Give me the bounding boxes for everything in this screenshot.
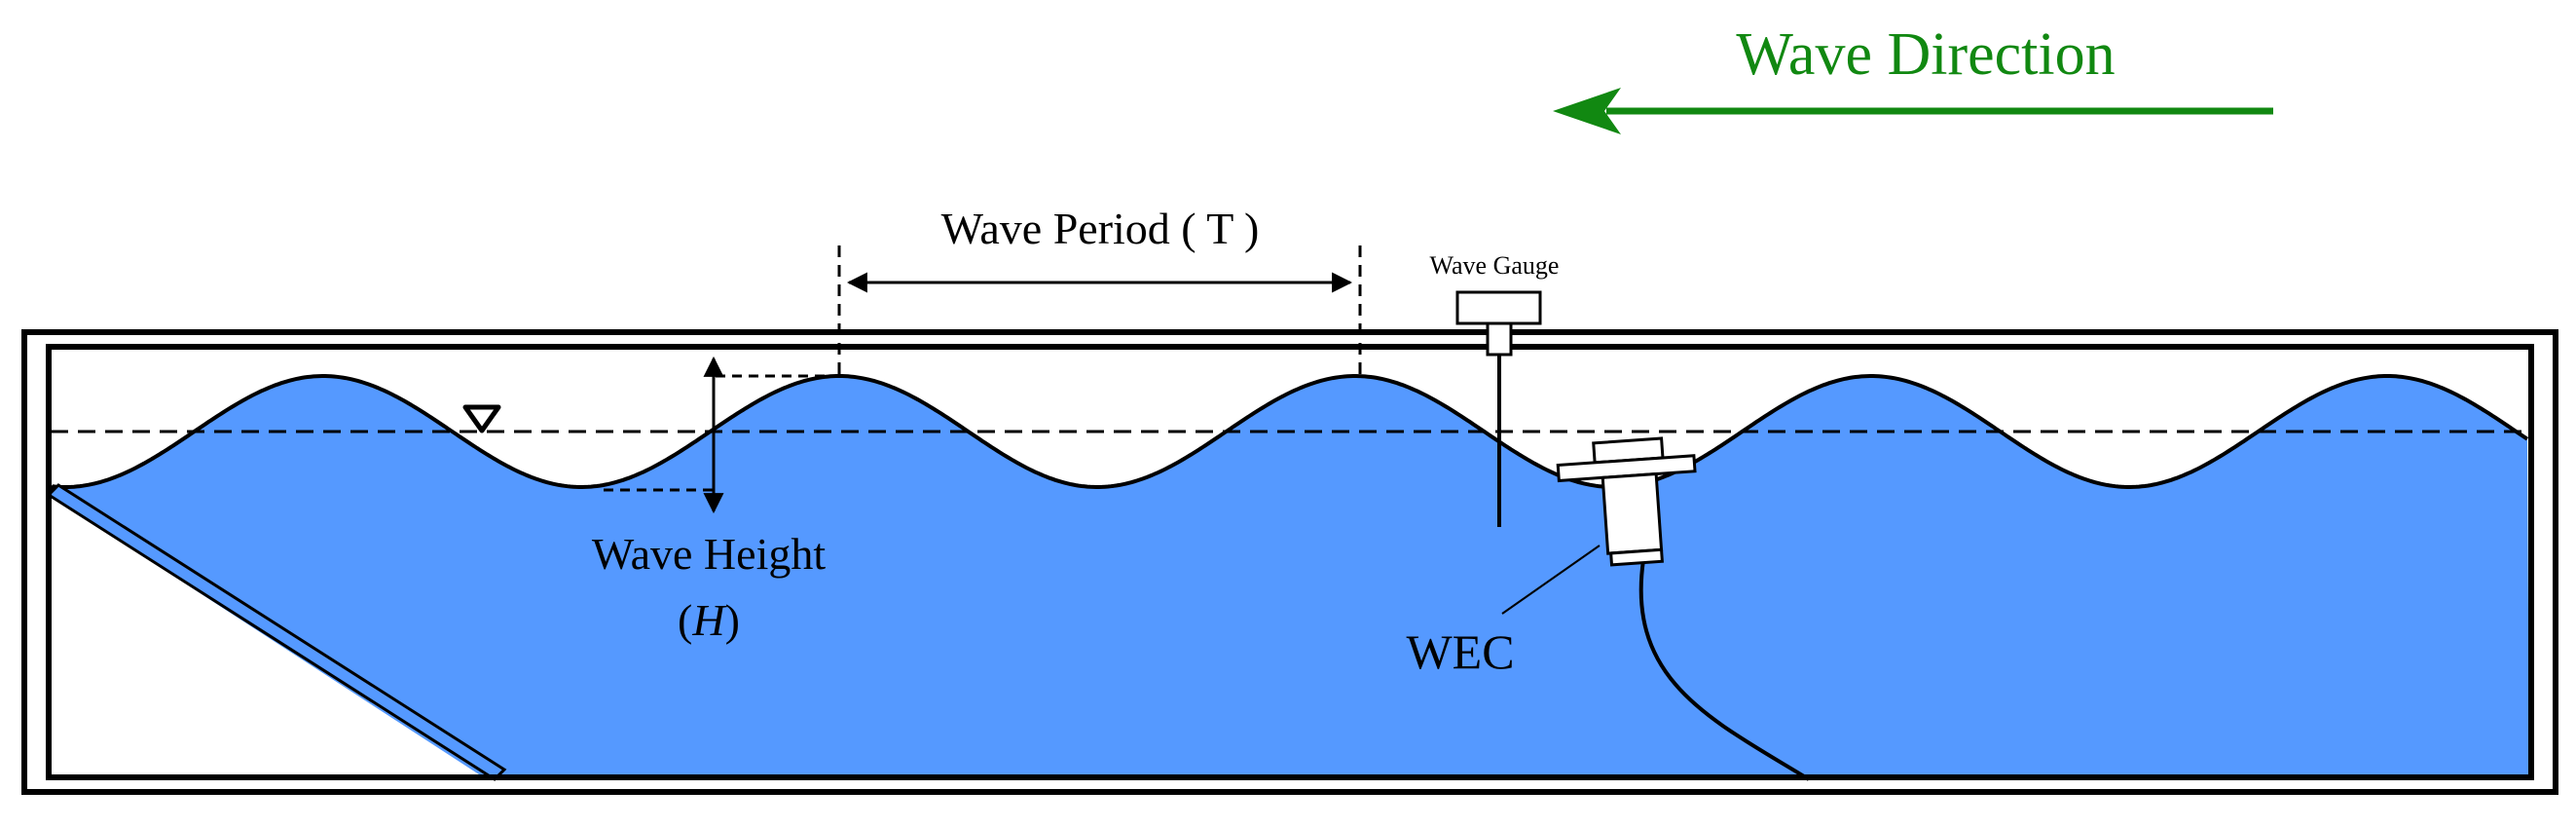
beach-slope [46, 483, 507, 781]
wec-label: WEC [1406, 624, 1514, 679]
water-level-icon [462, 404, 501, 433]
wave-height-symbol-label: (H) [678, 595, 740, 645]
wec-device [1556, 436, 1697, 567]
wave-period-label: Wave Period ( T ) [941, 204, 1260, 253]
wave-gauge-label: Wave Gauge [1430, 251, 1560, 280]
wec-body [1601, 471, 1664, 555]
wec-mooring-cable [1638, 559, 1811, 781]
water-body [51, 376, 2529, 777]
wave-direction-label: Wave Direction [1736, 21, 2115, 88]
wave-surface [49, 374, 2529, 492]
wec-leader-line [1501, 545, 1601, 615]
wave-direction-arrow [1553, 88, 2273, 134]
wave-gauge-housing [1455, 290, 1542, 325]
wave-gauge-mount [1486, 321, 1513, 357]
wec-base [1609, 547, 1664, 567]
tank-inner-border [46, 344, 2534, 780]
wave-height-label: Wave Height [592, 529, 826, 579]
